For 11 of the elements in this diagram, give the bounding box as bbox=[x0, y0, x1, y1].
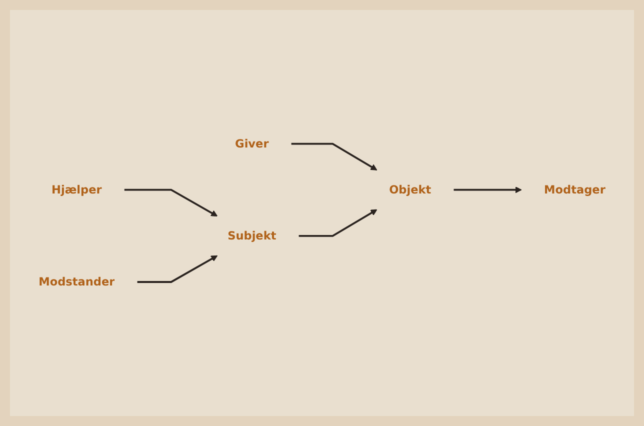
arrow bbox=[124, 189, 218, 217]
arrow bbox=[454, 186, 522, 194]
node-text: Modtager bbox=[544, 182, 606, 197]
node-text: Objekt bbox=[389, 182, 432, 197]
arrow bbox=[137, 255, 218, 284]
node-text: Modstander bbox=[38, 275, 115, 289]
arrow bbox=[291, 142, 378, 170]
node-text: Subjekt bbox=[228, 229, 276, 243]
node-text: Giver bbox=[235, 136, 269, 150]
node-text: Hjælper bbox=[52, 182, 102, 197]
arrow bbox=[298, 209, 378, 237]
